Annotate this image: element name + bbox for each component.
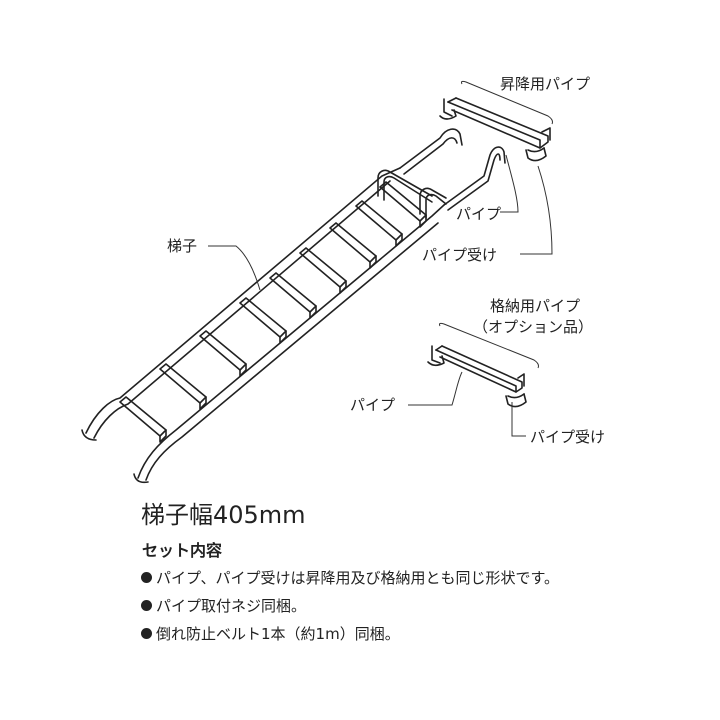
storage-pipe-label: 格納用パイプ	[490, 297, 581, 315]
bullet-icon	[141, 628, 152, 639]
bullet-icon	[141, 600, 152, 611]
pipe-lower-label: パイプ	[350, 396, 396, 414]
list-item-text: パイプ、パイプ受けは昇降用及び格納用とも同じ形状です。	[156, 569, 560, 587]
pipe-upper-leader	[500, 154, 519, 213]
list-item: 倒れ防止ベルト1本（約1m）同梱。	[141, 624, 559, 652]
ladder-label: 梯子	[167, 237, 198, 255]
pipe-receiver-lower-label: パイプ受け	[530, 428, 606, 446]
ladder-hooks	[377, 128, 506, 219]
set-contents-heading: セット内容	[142, 541, 223, 560]
storage-pipe-bracket	[439, 322, 539, 369]
ladder-leader	[208, 245, 261, 291]
pipe-lower-leader	[408, 371, 463, 406]
raising-pipe-bracket	[461, 80, 553, 125]
storage-pipe-drawing	[427, 345, 527, 408]
bullet-icon	[141, 572, 152, 583]
ladder-width-title: 梯子幅405mm	[141, 501, 306, 529]
raising-pipe-drawing	[439, 97, 551, 162]
storage-pipe-option-label: （オプション品）	[473, 318, 594, 336]
list-item-text: 倒れ防止ベルト1本（約1m）同梱。	[156, 625, 400, 643]
ladder-rails	[81, 167, 445, 484]
list-item-text: パイプ取付ネジ同梱。	[156, 597, 307, 615]
pipe-receiver-upper-label: パイプ受け	[422, 246, 498, 264]
list-item: パイプ、パイプ受けは昇降用及び格納用とも同じ形状です。	[141, 568, 559, 596]
pipe-upper-label: パイプ	[456, 205, 502, 223]
list-item: パイプ取付ネジ同梱。	[141, 596, 559, 624]
pipe-receiver-lower-leader	[511, 402, 526, 437]
pipe-receiver-upper-leader	[520, 165, 553, 255]
set-contents-list: パイプ、パイプ受けは昇降用及び格納用とも同じ形状です。 パイプ取付ネジ同梱。 倒…	[141, 568, 559, 652]
raising-pipe-label: 昇降用パイプ	[500, 75, 591, 93]
